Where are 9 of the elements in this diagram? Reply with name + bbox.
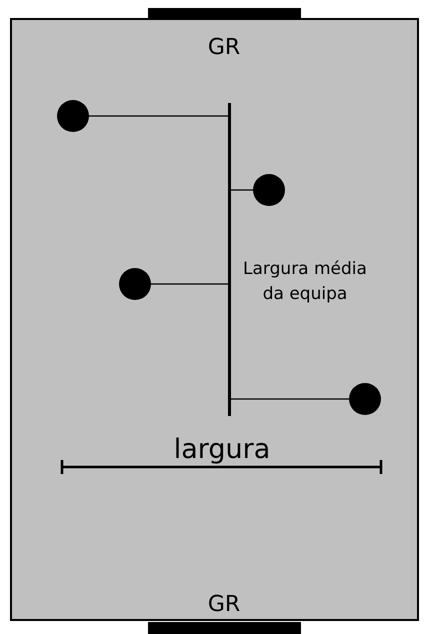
width-label: largura — [174, 436, 270, 463]
distance-line — [231, 398, 349, 400]
distance-line — [231, 189, 253, 191]
average-width-label: Largura média da equipa — [242, 258, 368, 306]
goalkeeper-label: GR — [208, 594, 240, 616]
distance-line — [89, 115, 228, 117]
distance-line — [151, 283, 228, 285]
goalkeeper-label: GR — [208, 37, 240, 59]
average-line — [228, 103, 231, 416]
